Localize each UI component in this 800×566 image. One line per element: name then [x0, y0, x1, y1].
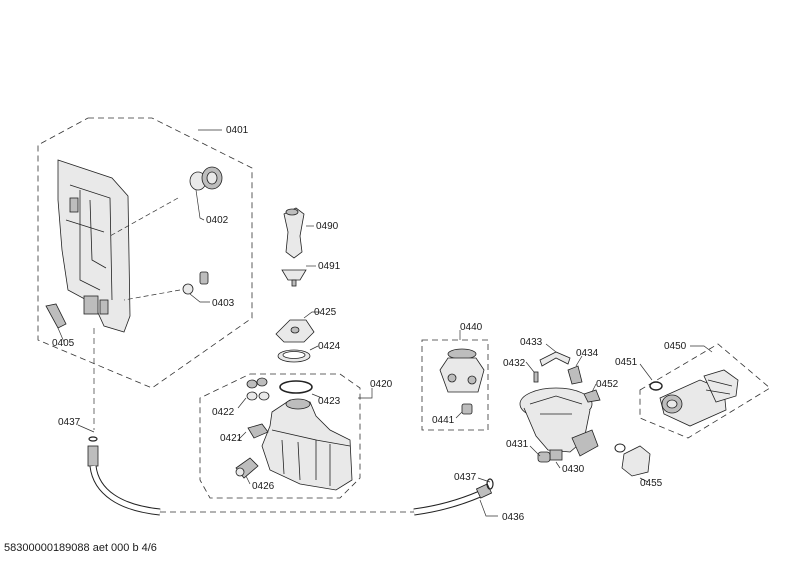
callout-0426: 0426: [252, 481, 275, 492]
callout-0441: 0441: [432, 415, 455, 426]
funnel-part: [283, 207, 305, 259]
valve-cap-part: [461, 403, 473, 415]
sensor-part: [235, 457, 259, 479]
callout-0423: 0423: [318, 396, 341, 407]
callout-0424: 0424: [318, 341, 341, 352]
funnel-cap-part: [281, 269, 307, 287]
filter-valve-part: [439, 348, 485, 393]
callout-0434: 0434: [576, 348, 599, 359]
callout-0402: 0402: [206, 215, 229, 226]
callout-0491: 0491: [318, 261, 341, 272]
callout-0450: 0450: [664, 341, 687, 352]
seal-ring-part: [189, 166, 223, 191]
assembly-boundary-0401: [37, 117, 253, 389]
callout-0422: 0422: [212, 407, 235, 418]
o-ring-part: [279, 380, 313, 394]
callout-0425: 0425: [314, 307, 337, 318]
callout-0451: 0451: [615, 357, 638, 368]
callout-0421: 0421: [220, 433, 243, 444]
check-valve-part: [537, 451, 551, 463]
sump-lid-part: [275, 319, 315, 343]
pump-housing-part: [519, 387, 599, 461]
lid-part: [539, 351, 571, 367]
callout-0433: 0433: [520, 337, 543, 348]
callout-0436: 0436: [502, 512, 525, 523]
heater-pump-part: [614, 443, 651, 477]
pump-seal-part: [649, 381, 663, 391]
callout-0490: 0490: [316, 221, 339, 232]
assembly-boundary-0440: [421, 339, 489, 431]
callout-0405: 0405: [52, 338, 75, 349]
valve-set-part: [246, 377, 270, 401]
sealing-ring-part: [277, 349, 311, 363]
callout-0431: 0431: [506, 439, 529, 450]
callout-0403: 0403: [212, 298, 235, 309]
callout-0432: 0432: [503, 358, 526, 369]
callout-0430: 0430: [562, 464, 585, 475]
callout-0437a: 0437: [58, 417, 81, 428]
water-pocket-panel-part: [57, 159, 131, 333]
callout-0440: 0440: [460, 322, 483, 333]
flap-part: [45, 303, 67, 329]
callout-0401: 0401: [226, 125, 249, 136]
callout-0452: 0452: [596, 379, 619, 390]
screw-part: [533, 371, 539, 383]
drain-hose-part: [87, 436, 494, 516]
bracket-part: [567, 365, 583, 385]
callout-0437b: 0437: [454, 472, 477, 483]
sump-housing-part: [261, 398, 353, 491]
callout-0420: 0420: [370, 379, 393, 390]
assembly-boundary-0450: [639, 343, 771, 439]
circulation-pump-part: [659, 369, 739, 427]
nozzle-part: [182, 271, 209, 295]
assembly-boundary-0420: [199, 373, 361, 499]
callout-0455: 0455: [640, 478, 663, 489]
clip-part: [247, 423, 269, 439]
diagram-reference-number: 58300000189088 aet 000 b 4/6: [4, 542, 157, 554]
